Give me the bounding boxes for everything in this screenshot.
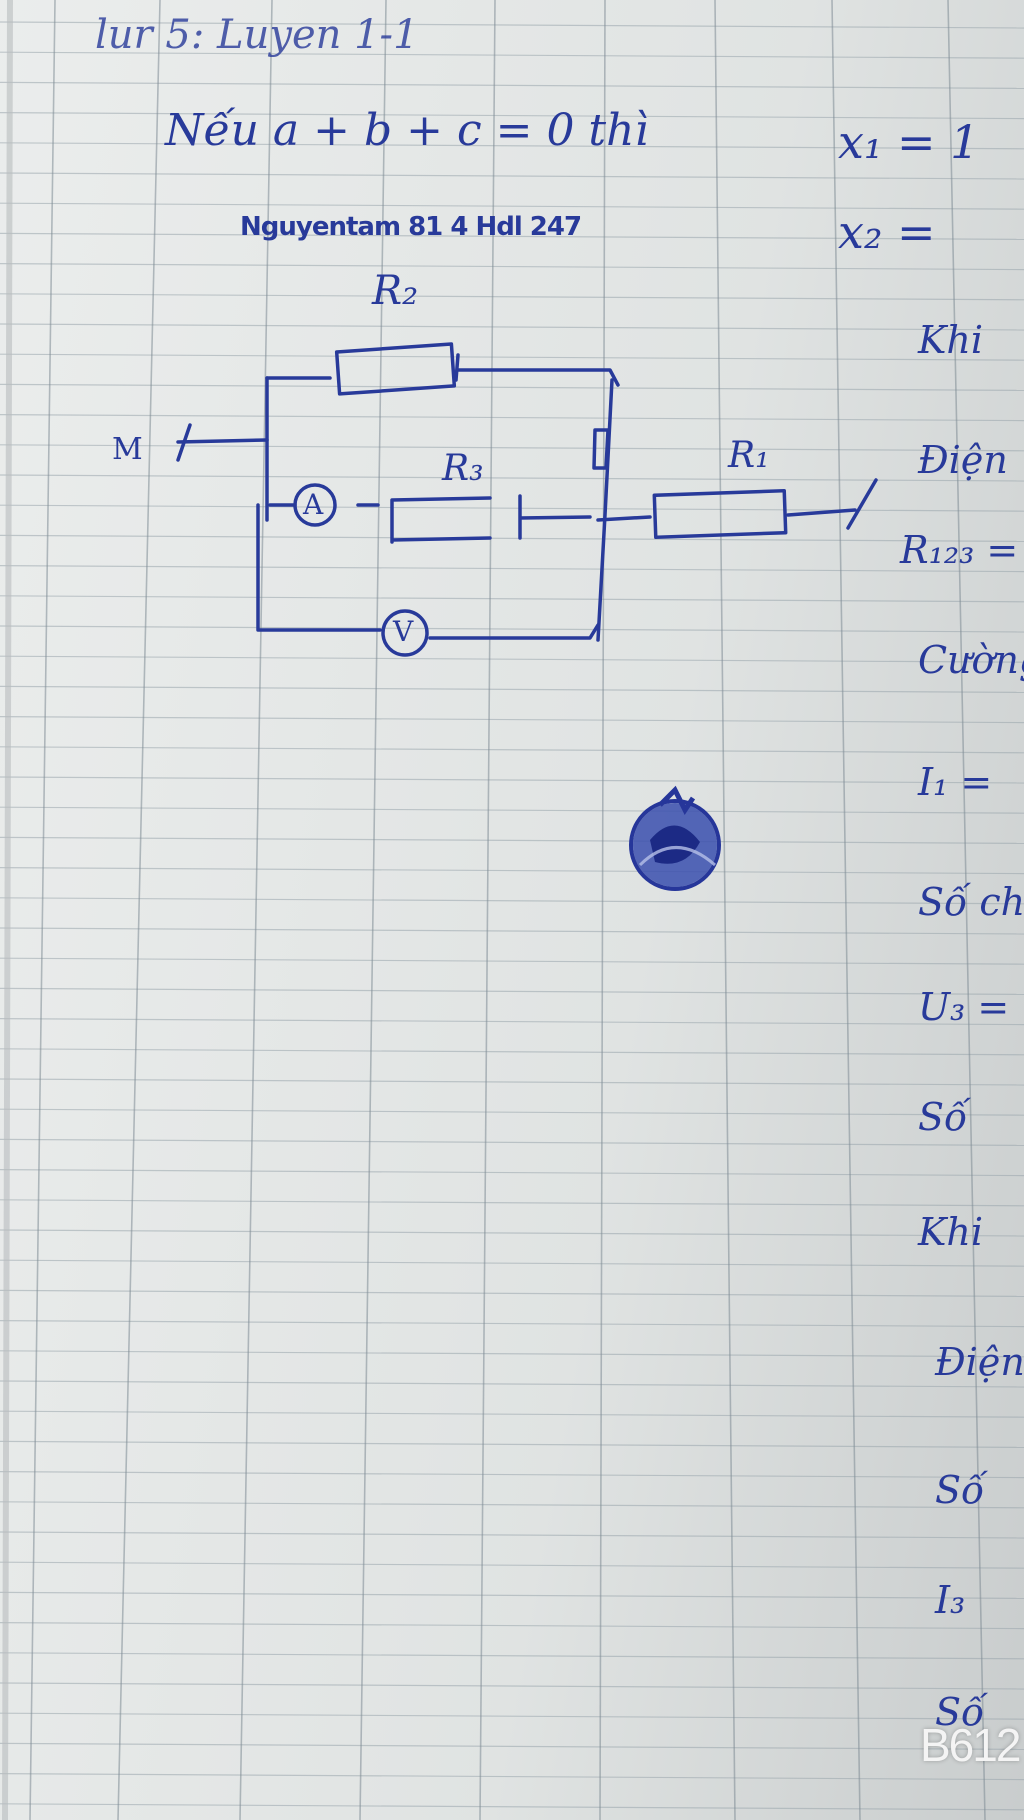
circuit-diagram xyxy=(176,342,878,657)
label-r1: R₁ xyxy=(728,435,770,476)
r3-resistor xyxy=(390,496,492,544)
right-bus xyxy=(596,378,614,642)
watermark-text: B612 xyxy=(920,1719,1021,1771)
top-wire-right xyxy=(456,368,620,387)
node-m-mark xyxy=(176,423,192,462)
rule-line: Nếu a + b + c = 0 thì xyxy=(165,105,649,156)
right-column-word: Cường xyxy=(918,638,1024,682)
right-column-word: Số xyxy=(918,1095,968,1139)
voltmeter-symbol xyxy=(381,609,429,657)
right-column-word: Điện xyxy=(918,438,1008,482)
ink-scribble xyxy=(629,785,721,891)
right-column-word: Điện xyxy=(935,1340,1024,1384)
right-column-word: I₁ = xyxy=(918,760,993,804)
root-x2: x₂ = xyxy=(838,205,936,259)
left-bus xyxy=(256,376,382,632)
right-column-word: I₃ xyxy=(935,1578,966,1622)
right-bus-mark xyxy=(592,428,610,470)
right-column-word: Số ch xyxy=(918,880,1024,924)
root-x1: x₁ = 1 xyxy=(838,115,980,169)
ammeter-symbol xyxy=(293,483,337,527)
label-ammeter: A xyxy=(303,488,324,521)
right-column-word: Số xyxy=(935,1468,985,1512)
r2-resistor xyxy=(334,342,457,396)
lead-m xyxy=(176,438,269,444)
credit-text: Nguyentam 81 4 Hdl 247 xyxy=(240,212,582,242)
label-r3: R₃ xyxy=(442,448,484,489)
label-voltmeter: V xyxy=(393,615,414,648)
right-column-word: R₁₂₃ = xyxy=(900,528,1019,572)
right-column-word: U₃ = xyxy=(918,985,1010,1029)
right-column-word: Khi xyxy=(918,1210,984,1254)
label-r2: R₂ xyxy=(372,268,419,314)
r1-resistor xyxy=(652,488,788,540)
right-column-word: Số xyxy=(935,1690,985,1734)
page-title: lur 5: Luyen 1-1 xyxy=(95,12,419,58)
label-m: M xyxy=(112,432,143,467)
right-column-word: Khi xyxy=(918,318,984,362)
